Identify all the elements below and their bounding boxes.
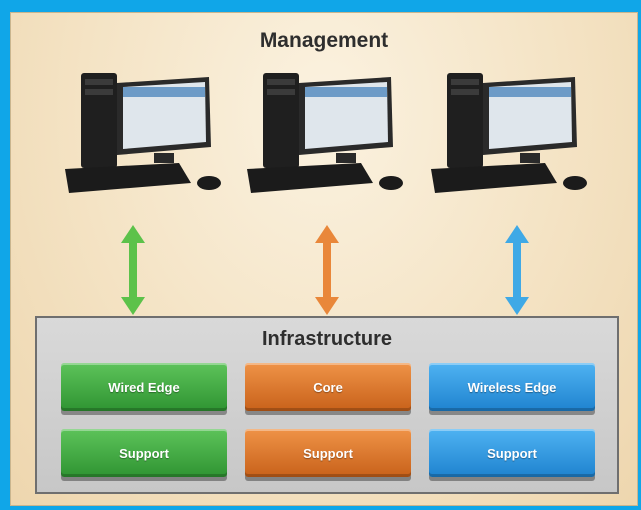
wireless-support-block: Support <box>429 429 595 477</box>
desktop-computer-icon <box>431 73 587 193</box>
desktop-computer-icon <box>247 73 403 193</box>
double-arrow-icon <box>505 225 529 315</box>
double-arrow-icon <box>315 225 339 315</box>
wired-edge-block: Wired Edge <box>61 363 227 411</box>
desktop-computer-icon <box>65 73 221 193</box>
infrastructure-title: Infrastructure <box>261 328 393 350</box>
infrastructure-panel: Infrastructure Wired Edge Core Wireless … <box>35 316 619 494</box>
core-block: Core <box>245 363 411 411</box>
diagram-frame: Management <box>10 12 638 506</box>
double-arrow-icon <box>121 225 145 315</box>
wired-support-block: Support <box>61 429 227 477</box>
core-support-block: Support <box>245 429 411 477</box>
wireless-edge-block: Wireless Edge <box>429 363 595 411</box>
management-title: Management <box>259 29 389 52</box>
